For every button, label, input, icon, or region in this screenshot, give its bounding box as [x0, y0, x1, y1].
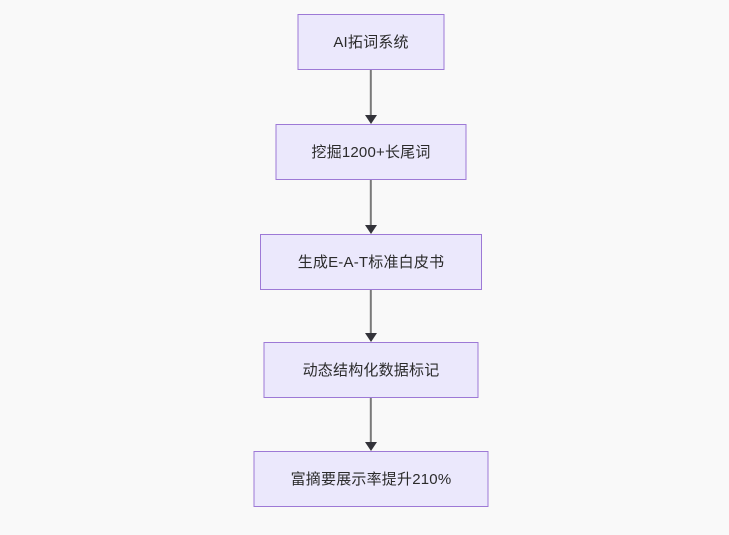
edge-line [369, 70, 373, 117]
arrowhead-icon [365, 225, 377, 234]
flow-node-label: AI拓词系统 [333, 33, 409, 51]
arrowhead-icon [365, 442, 377, 451]
flow-node-generate-eat-whitepaper[interactable]: 生成E-A-T标准白皮书 [260, 234, 482, 290]
flow-edge [364, 398, 378, 451]
flow-node-rich-snippet-impression-uplift[interactable]: 富摘要展示率提升210% [253, 451, 489, 507]
flow-node-label: 富摘要展示率提升210% [290, 470, 452, 488]
edge-line [369, 398, 373, 444]
flow-node-ai-keyword-system[interactable]: AI拓词系统 [297, 14, 445, 70]
flow-node-mine-longtail-keywords[interactable]: 挖掘1200+长尾词 [275, 124, 467, 180]
arrowhead-icon [365, 115, 377, 124]
flow-node-dynamic-structured-data-markup[interactable]: 动态结构化数据标记 [263, 342, 479, 398]
edge-line [369, 290, 373, 335]
flow-node-label: 生成E-A-T标准白皮书 [297, 253, 445, 271]
flow-node-label: 动态结构化数据标记 [302, 361, 440, 379]
flow-edge [364, 180, 378, 234]
arrowhead-icon [365, 333, 377, 342]
flow-edge [364, 70, 378, 124]
edge-line [369, 180, 373, 227]
flow-node-label: 挖掘1200+长尾词 [311, 143, 431, 161]
flow-edge [364, 290, 378, 342]
